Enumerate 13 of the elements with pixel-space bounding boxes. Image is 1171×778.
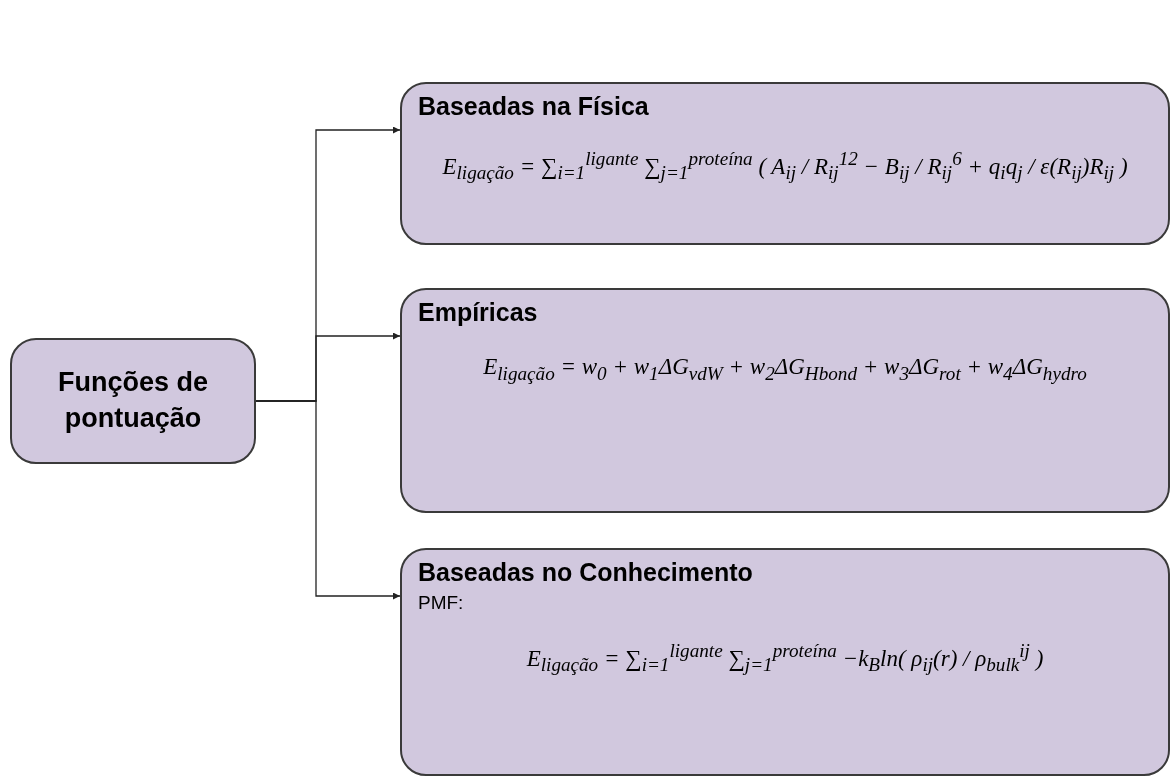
connector-arrow bbox=[255, 400, 401, 600]
node-title: Funções de pontuação bbox=[57, 366, 209, 436]
category-title: Empíricas bbox=[418, 298, 538, 327]
formula: E$_{ligação}$ = ∑$_{i=1}$$^{ligante}$ ∑$_{j=1}$$^{proteína}$ ( A$_{ij}$ / R$_{ij}$$^{12}$ − B$_{ij}$ / R$_{ij}$$^{6}$ + q$_{i}$q$_{j}$ / ε(R$_{ij}$)R$_{ij}$ ) bbox=[441, 148, 1129, 185]
category-box bbox=[400, 82, 1170, 245]
method-label: PMF: bbox=[418, 592, 464, 614]
formula: E$_{ligação}$ = ∑$_{i=1}$$^{ligante}$ ∑$_{j=1}$$^{proteína}$ −k$_{B}$ln( ρ$_{ij}$(r) / ρ$_{bulk}$$^{ij}$ ) bbox=[525, 640, 1045, 677]
formula: E$_{ligação}$ = w$_{0}$ + w$_{1}$ΔG$_{vdW}$ + w$_{2}$ΔG$_{Hbond}$ + w$_{3}$ΔG$_{rot}$ + w$_{4}$ΔG$_{hydro}$ bbox=[482, 354, 1088, 385]
category-title: Baseadas no Conhecimento bbox=[418, 558, 753, 587]
category-box bbox=[400, 548, 1170, 776]
category-box bbox=[400, 288, 1170, 513]
category-title: Baseadas na Física bbox=[418, 92, 649, 121]
root-box bbox=[10, 338, 256, 464]
